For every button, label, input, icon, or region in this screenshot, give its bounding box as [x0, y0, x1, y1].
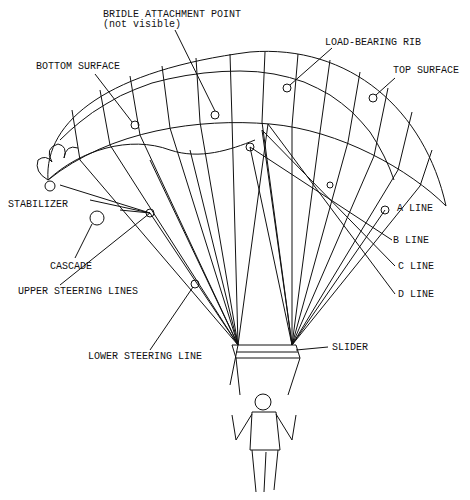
marker: [45, 181, 55, 191]
marker: [211, 111, 219, 119]
leader: [175, 30, 215, 111]
rib: [162, 66, 170, 128]
line: [292, 126, 293, 345]
line: [250, 147, 292, 345]
part-label: LOWER STEERING LINE: [88, 352, 218, 362]
line: [238, 124, 268, 345]
rib: [398, 112, 412, 170]
part-label: B LINE: [393, 236, 453, 246]
canopy-scallops: [60, 71, 394, 180]
leader-lines: [45, 30, 395, 350]
line: [140, 135, 238, 345]
marker: [369, 94, 377, 102]
leader: [376, 78, 395, 95]
marker: [327, 182, 333, 188]
leader: [296, 347, 328, 350]
line: [292, 142, 348, 345]
arms: [232, 414, 296, 440]
line: [262, 130, 292, 345]
marker: [191, 280, 199, 288]
part-label: TOP SURFACE: [393, 66, 470, 76]
part-label: UPPER STEERING LINES: [18, 287, 158, 297]
part-label: C LINE: [398, 262, 458, 272]
stabilizer: [37, 144, 78, 180]
part-label: A LINE: [397, 204, 457, 214]
line: [292, 210, 385, 345]
rib: [374, 88, 388, 156]
line: [232, 120, 238, 345]
rib: [230, 54, 232, 120]
line: [292, 156, 374, 345]
line: [150, 160, 238, 345]
rib: [130, 76, 140, 135]
part-label: D LINE: [398, 290, 458, 300]
marker: [246, 143, 254, 151]
line: [200, 122, 238, 345]
part-label: LOAD-BEARING RIB: [325, 38, 445, 48]
rib: [262, 52, 265, 122]
marker: [131, 121, 139, 129]
leader: [250, 147, 392, 240]
head: [255, 394, 271, 410]
line: [190, 150, 238, 345]
part-label: BRIDLE ATTACHMENT POINT (not visible): [103, 10, 243, 30]
line: [80, 160, 238, 345]
legs: [252, 450, 278, 492]
leader: [95, 74, 132, 122]
rib: [292, 54, 298, 126]
leader: [60, 213, 150, 285]
part-label: SLIDER: [332, 343, 392, 353]
suspension-lines: [80, 120, 420, 345]
part-label: BOTTOM SURFACE: [36, 62, 136, 72]
canopy-top: [48, 51, 446, 206]
leader: [290, 48, 332, 85]
part-label: STABILIZER: [8, 200, 88, 210]
jumper-figure: [232, 358, 300, 492]
leader: [262, 130, 395, 266]
marker: [283, 84, 291, 92]
rib: [196, 58, 200, 122]
leader: [75, 224, 92, 258]
line: [170, 128, 238, 345]
rib: [320, 60, 330, 132]
riser: [236, 358, 300, 395]
rib: [420, 150, 432, 186]
line: [292, 170, 398, 345]
rib: [348, 72, 360, 142]
leader: [268, 124, 395, 294]
marker: [90, 211, 104, 225]
body: [250, 412, 280, 450]
canopy-ribs: [72, 52, 432, 186]
rib: [100, 90, 110, 145]
marker: [146, 209, 154, 217]
part-label: CASCADE: [50, 262, 110, 272]
marker: [381, 206, 389, 214]
slider: [232, 345, 300, 358]
leader: [150, 287, 193, 350]
rib: [72, 110, 80, 160]
